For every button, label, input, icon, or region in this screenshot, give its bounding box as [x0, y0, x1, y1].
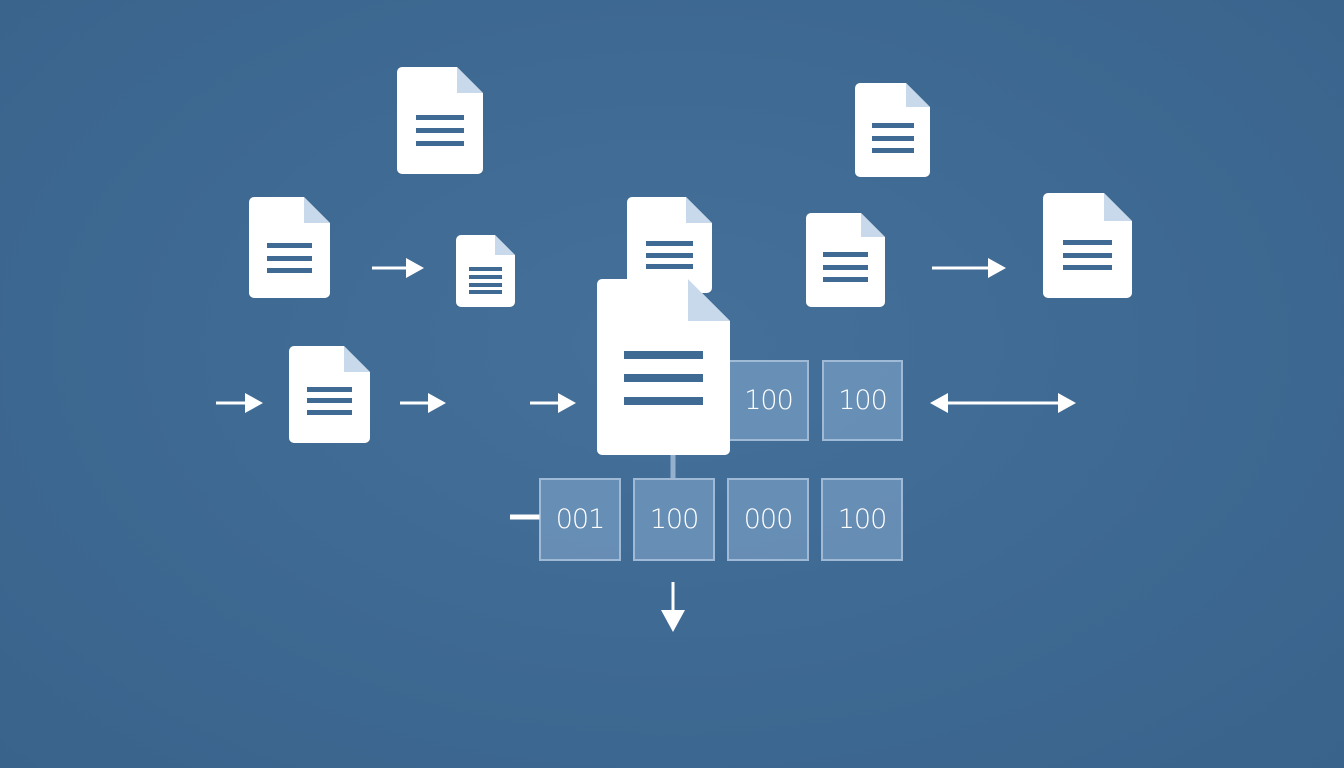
arrow-down-icon [661, 582, 685, 632]
bit-cell: 100 [821, 478, 903, 561]
bit-cell: 001 [539, 478, 621, 561]
bit-cell: 100 [728, 360, 809, 441]
arrow-right-icon [530, 393, 576, 413]
document-icon [627, 197, 712, 293]
document-icon [806, 213, 885, 307]
document-icon [397, 67, 483, 174]
document-icon [855, 83, 930, 177]
arrow-right-icon [932, 258, 1006, 278]
bit-cell: 100 [822, 360, 903, 441]
document-icon [456, 235, 515, 307]
document-icon [289, 346, 370, 443]
bit-cell: 100 [633, 478, 715, 561]
document-icon [249, 197, 330, 298]
bit-cell: 000 [727, 478, 809, 561]
document-icon [597, 279, 730, 455]
double-arrow-icon [930, 393, 1076, 413]
arrow-right-icon [216, 393, 263, 413]
arrow-right-icon [372, 258, 424, 278]
document-icon [1043, 193, 1132, 298]
arrow-right-icon [400, 393, 446, 413]
